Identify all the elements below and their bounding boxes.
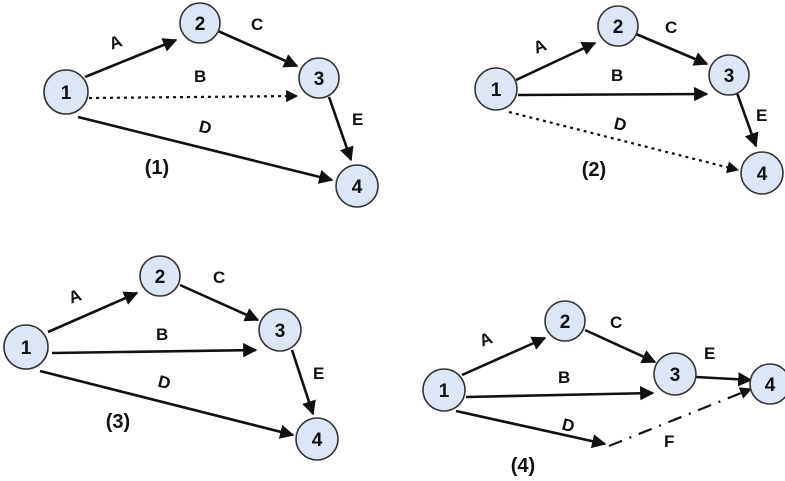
node-1: 1 bbox=[3, 324, 49, 370]
edge-d bbox=[77, 115, 334, 184]
edge-c bbox=[635, 32, 709, 66]
svg-text:2: 2 bbox=[613, 17, 624, 38]
svg-text:2: 2 bbox=[560, 312, 571, 333]
node-4: 4 bbox=[749, 363, 785, 405]
node-4: 4 bbox=[335, 164, 379, 208]
edge-label-e: E bbox=[704, 344, 715, 363]
node-2: 2 bbox=[544, 300, 586, 342]
svg-text:1: 1 bbox=[439, 381, 450, 402]
edge-label-b: B bbox=[194, 67, 206, 86]
diagram-caption: (2) bbox=[582, 159, 606, 181]
edge-b bbox=[51, 343, 258, 358]
edge-c bbox=[584, 328, 657, 364]
edge-label-e: E bbox=[756, 106, 767, 125]
edge-label-e: E bbox=[352, 110, 363, 129]
edge-c bbox=[179, 283, 260, 322]
edge-a bbox=[515, 41, 597, 82]
svg-text:1: 1 bbox=[491, 80, 502, 101]
edge-d bbox=[455, 409, 607, 449]
node-4: 4 bbox=[295, 417, 339, 461]
edge-label-a: A bbox=[531, 35, 550, 57]
svg-text:2: 2 bbox=[155, 267, 166, 288]
edge-label-d: D bbox=[560, 415, 577, 436]
edge-d bbox=[508, 110, 740, 174]
node-2: 2 bbox=[597, 5, 639, 47]
svg-text:3: 3 bbox=[724, 66, 735, 87]
svg-text:3: 3 bbox=[670, 365, 681, 386]
node-1: 1 bbox=[43, 69, 89, 115]
edge-label-d: D bbox=[612, 114, 629, 135]
diagram-3: A C B E D 1 2 3 4 (3) bbox=[3, 255, 339, 461]
svg-text:1: 1 bbox=[61, 83, 72, 104]
edge-a bbox=[47, 291, 139, 334]
edge-label-f: F bbox=[664, 432, 674, 451]
edge-label-b: B bbox=[611, 66, 623, 85]
edge-label-c: C bbox=[610, 313, 622, 332]
node-1: 1 bbox=[422, 368, 466, 412]
diagram-2: A C B E D 1 2 3 4 (2) bbox=[474, 5, 784, 195]
edge-label-e: E bbox=[313, 364, 324, 383]
svg-text:4: 4 bbox=[757, 164, 768, 185]
edge-b bbox=[517, 86, 709, 102]
edge-b bbox=[88, 90, 299, 103]
svg-text:3: 3 bbox=[275, 321, 286, 342]
edge-c bbox=[217, 29, 299, 68]
node-2: 2 bbox=[179, 2, 221, 44]
node-3: 3 bbox=[708, 54, 750, 96]
diagram-caption: (1) bbox=[145, 157, 169, 179]
diagram-caption: (3) bbox=[106, 411, 130, 433]
node-3: 3 bbox=[298, 57, 340, 99]
svg-text:4: 4 bbox=[312, 430, 323, 451]
edge-e bbox=[327, 96, 354, 162]
edge-label-c: C bbox=[665, 18, 677, 37]
edge-label-a: A bbox=[107, 32, 125, 54]
edge-b bbox=[465, 386, 655, 401]
edge-e bbox=[695, 372, 753, 387]
svg-text:4: 4 bbox=[765, 375, 776, 396]
edge-label-c: C bbox=[213, 268, 225, 287]
svg-text:4: 4 bbox=[352, 177, 363, 198]
node-2: 2 bbox=[139, 255, 181, 297]
diagram-4: A C B E D F 1 2 3 4 (4) bbox=[422, 300, 785, 477]
edge-label-d: D bbox=[156, 372, 173, 393]
edge-label-b: B bbox=[156, 325, 168, 344]
node-4: 4 bbox=[740, 151, 784, 195]
edge-label-c: C bbox=[251, 15, 263, 34]
svg-text:2: 2 bbox=[195, 14, 206, 35]
edge-a bbox=[461, 336, 547, 377]
node-3: 3 bbox=[258, 308, 302, 352]
edge-label-a: A bbox=[477, 328, 496, 350]
diagram-1: A C B E D 1 2 3 4 (1) bbox=[43, 2, 379, 208]
edge-f bbox=[608, 387, 753, 448]
diagram-caption: (4) bbox=[511, 455, 535, 477]
node-3: 3 bbox=[653, 352, 697, 396]
svg-text:3: 3 bbox=[314, 69, 325, 90]
edge-a bbox=[84, 38, 178, 79]
edge-label-a: A bbox=[66, 285, 84, 307]
edge-d bbox=[39, 369, 295, 439]
edge-label-d: D bbox=[197, 117, 214, 138]
svg-text:1: 1 bbox=[21, 338, 32, 359]
edge-e bbox=[735, 92, 759, 148]
edge-label-b: B bbox=[558, 368, 570, 387]
node-1: 1 bbox=[474, 67, 518, 111]
edge-e bbox=[290, 349, 316, 416]
